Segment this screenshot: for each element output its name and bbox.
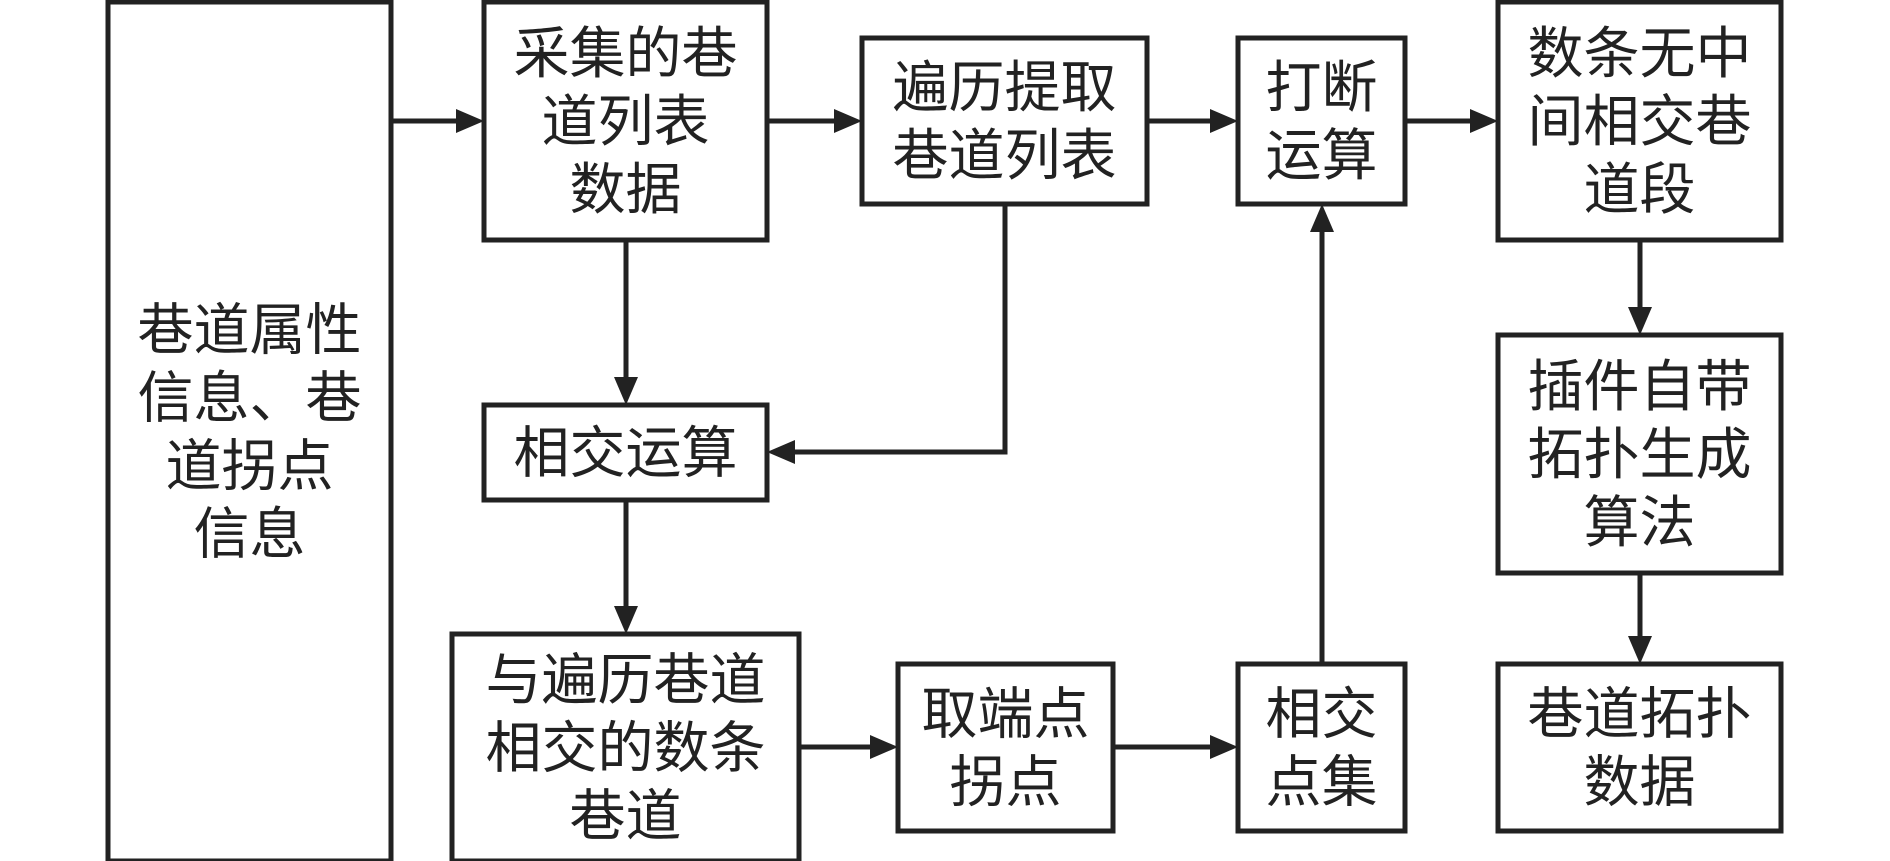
arrow-endpoints-to-pointset (1113, 735, 1238, 759)
arrow-traverse-to-break (1147, 109, 1238, 133)
arrow-pointset-to-break (1310, 204, 1334, 664)
arrowhead (1210, 735, 1238, 759)
arrowhead (1210, 109, 1238, 133)
node-label-line: 取端点 (922, 683, 1090, 748)
node-label-line: 相交 (1266, 683, 1378, 748)
node-box (449, 631, 802, 861)
node-box (1495, 661, 1784, 834)
node-label-line: 遍历提取 (893, 56, 1117, 121)
node-label-line: 与遍历巷道 (486, 649, 766, 714)
node-box (481, 0, 770, 243)
node-label-line: 数据 (1584, 751, 1696, 816)
arrowhead (1628, 307, 1652, 335)
node-label-line: 算法 (1584, 491, 1696, 556)
arrow-attr-to-collected (391, 109, 484, 133)
node-label-line: 数据 (570, 158, 682, 223)
node-label-line: 道段 (1584, 158, 1696, 223)
arrowhead (834, 109, 862, 133)
arrow-collected-to-intersect (614, 240, 638, 405)
node-intersect: 相交运算 (481, 402, 770, 503)
node-box (1495, 0, 1784, 243)
node-label-line: 信息、巷 (138, 367, 362, 432)
node-label-line: 道列表 (542, 90, 710, 155)
node-label-line: 采集的巷 (514, 22, 738, 87)
node-box (1495, 332, 1784, 576)
node-box (105, 0, 394, 861)
node-box (1235, 35, 1408, 207)
nodes: 巷道属性信息、巷道拐点信息采集的巷道列表数据遍历提取巷道列表打断运算数条无中间相… (105, 0, 1784, 861)
arrowhead (456, 109, 484, 133)
node-box (481, 402, 770, 503)
node-label-line: 相交运算 (514, 422, 738, 487)
node-label-line: 道拐点 (166, 435, 334, 500)
arrowhead (767, 440, 795, 464)
edges (391, 109, 1652, 759)
node-label-line: 间相交巷 (1528, 90, 1752, 155)
node-label-line: 拓扑生成 (1528, 423, 1752, 488)
arrow-plugin-to-topology (1628, 573, 1652, 664)
node-label-line: 拐点 (950, 751, 1062, 816)
arrowhead (870, 735, 898, 759)
arrowhead (1310, 204, 1334, 232)
node-label-line: 巷道列表 (893, 124, 1117, 189)
arrowhead (1470, 109, 1498, 133)
arrow-break-to-segments (1405, 109, 1498, 133)
node-label-line: 巷道拓扑 (1528, 683, 1752, 748)
node-label-line: 相交的数条 (486, 717, 766, 782)
arrow-segments-to-plugin (1628, 240, 1652, 335)
node-label-line: 插件自带 (1528, 355, 1752, 420)
node-label-line: 巷道 (570, 785, 682, 850)
node-label-line: 运算 (1266, 124, 1378, 189)
node-label-line: 信息 (194, 503, 306, 568)
node-box (895, 661, 1116, 834)
arrow-line (795, 204, 1008, 455)
node-box (1235, 661, 1408, 834)
arrowhead (1628, 636, 1652, 664)
arrow-intersect-to-roads (614, 500, 638, 634)
arrow-collected-to-traverse (767, 109, 862, 133)
node-box (859, 35, 1150, 207)
node-label-line: 巷道属性 (138, 299, 362, 364)
arrow-traverse-to-intersect (767, 204, 1008, 464)
node-label-line: 点集 (1266, 751, 1378, 816)
arrowhead (614, 377, 638, 405)
arrowhead (614, 606, 638, 634)
arrow-roads-to-endpoints (799, 735, 898, 759)
node-label-line: 数条无中 (1528, 22, 1752, 87)
node-label-line: 打断 (1266, 56, 1378, 121)
